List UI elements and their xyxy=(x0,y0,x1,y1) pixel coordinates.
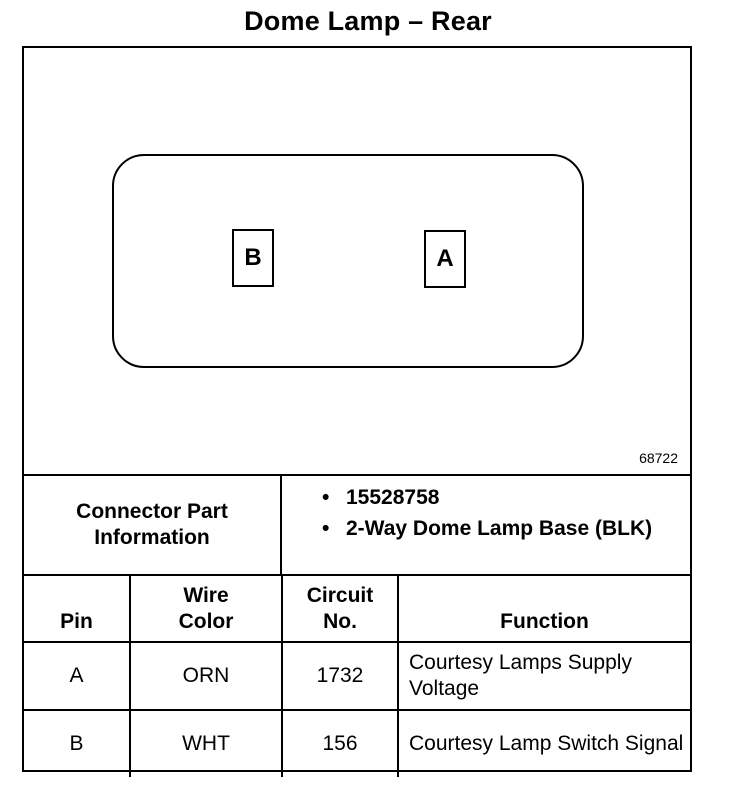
header-pin: Pin xyxy=(24,574,131,643)
connector-face-view: B A 68722 xyxy=(24,48,690,474)
header-function: Function xyxy=(397,574,690,643)
cell-circuit: 1732 xyxy=(281,641,399,711)
cell-function: Courtesy Lamps Supply Voltage xyxy=(397,641,690,711)
cell-wire-color: WHT xyxy=(129,709,283,777)
part-info-label: Connector Part Information xyxy=(24,476,282,574)
connector-outline: B A xyxy=(112,154,584,368)
part-info-list: 15528758 2-Way Dome Lamp Base (BLK) xyxy=(282,484,682,542)
connector-part-info: Connector Part Information 15528758 2-Wa… xyxy=(24,474,690,574)
diagram-title: Dome Lamp – Rear xyxy=(244,6,492,36)
pin-a-cavity: A xyxy=(424,230,466,288)
part-description: 2-Way Dome Lamp Base (BLK) xyxy=(282,515,682,542)
part-info-label-line1: Connector Part xyxy=(76,500,228,523)
table-row: A ORN 1732 Courtesy Lamps Supply Voltage xyxy=(24,641,690,711)
part-info-label-line2: Information xyxy=(94,526,210,549)
connector-frame: B A 68722 Connector Part Information 155… xyxy=(22,46,692,777)
cell-circuit: 156 xyxy=(281,709,399,777)
cell-wire-color: ORN xyxy=(129,641,283,711)
part-number: 15528758 xyxy=(282,484,682,511)
figure-number: 68722 xyxy=(639,450,678,466)
table-row: B WHT 156 Courtesy Lamp Switch Signal xyxy=(24,709,690,777)
cell-function: Courtesy Lamp Switch Signal xyxy=(397,709,690,777)
pin-b-cavity: B xyxy=(232,229,274,287)
cell-pin: B xyxy=(24,709,131,777)
cell-pin: A xyxy=(24,641,131,711)
